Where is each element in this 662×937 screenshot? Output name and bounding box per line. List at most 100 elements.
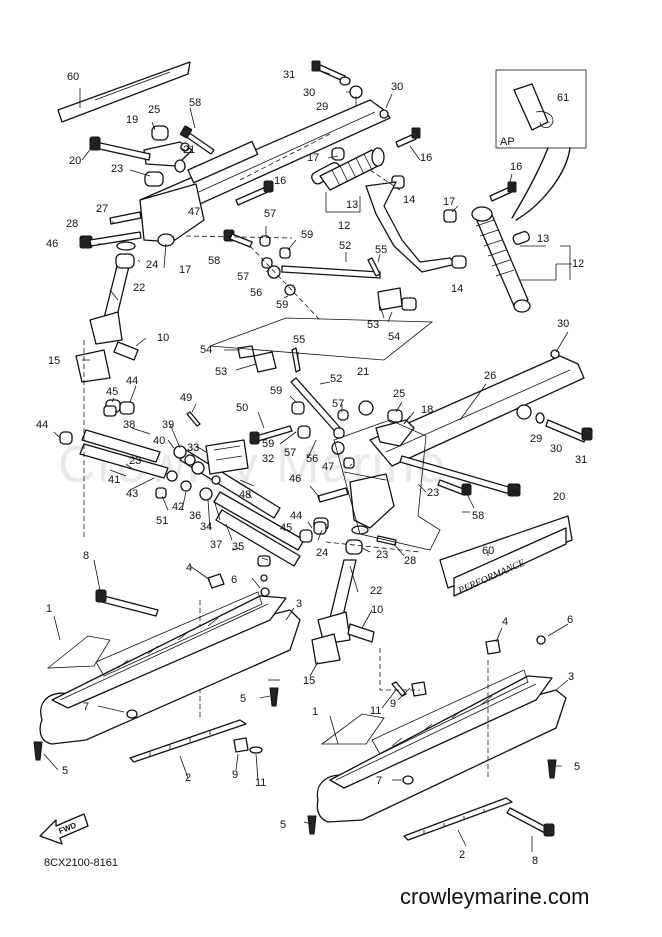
callout-46: 46 [289, 473, 301, 485]
callout-5: 5 [62, 765, 68, 777]
callout-28: 28 [66, 218, 78, 230]
callout-22: 22 [133, 282, 145, 294]
callout-32: 32 [262, 453, 274, 465]
callout-15: 15 [48, 355, 60, 367]
callout-8: 8 [532, 855, 538, 867]
callout-3: 3 [568, 671, 574, 683]
callout-23: 23 [129, 455, 141, 467]
callout-5: 5 [240, 693, 246, 705]
callout-57: 57 [332, 398, 344, 410]
callout-23: 23 [376, 549, 388, 561]
callout-27: 27 [96, 203, 108, 215]
callout-6: 6 [231, 574, 237, 586]
callout-59: 59 [276, 299, 288, 311]
callout-52: 52 [330, 373, 342, 385]
inset-label: AP [500, 136, 515, 148]
callout-45: 45 [280, 522, 292, 534]
callout-13: 13 [346, 199, 358, 211]
callout-21: 21 [357, 366, 369, 378]
callout-60: 60 [482, 545, 494, 557]
callout-12: 12 [572, 258, 584, 270]
shock-absorber-left [311, 147, 405, 191]
bracket-14 [365, 181, 457, 273]
callout-19: 19 [126, 114, 138, 126]
callout-22: 22 [370, 585, 382, 597]
ski-left [33, 573, 301, 763]
steering-arm-mid [349, 473, 395, 529]
callout-17: 17 [179, 264, 191, 276]
callout-24: 24 [316, 547, 328, 559]
ski-right [307, 635, 567, 841]
middle-assembly [59, 133, 593, 720]
callout-60: 60 [67, 71, 79, 83]
callout-47: 47 [188, 206, 200, 218]
callout-31: 31 [575, 454, 587, 466]
cap-25 [151, 125, 169, 141]
spindle-mid [329, 559, 357, 621]
callout-7: 7 [83, 701, 89, 713]
callout-31: 31 [283, 69, 295, 81]
callout-28: 28 [404, 555, 416, 567]
callout-58: 58 [208, 255, 220, 267]
callout-44: 44 [290, 510, 302, 522]
callout-16: 16 [510, 161, 522, 173]
callout-34: 34 [200, 521, 212, 533]
callout-13: 13 [537, 233, 549, 245]
ski-right-keel [403, 797, 513, 841]
callout-40: 40 [153, 435, 165, 447]
ski-left-runner [39, 609, 301, 745]
ski-left-keel [129, 719, 247, 763]
callout-44: 44 [126, 375, 138, 387]
clamp-15 [311, 633, 341, 665]
callout-20: 20 [69, 155, 81, 167]
callout-49: 49 [180, 392, 192, 404]
callout-4: 4 [186, 562, 192, 574]
fwd-arrow: FWD [39, 813, 89, 845]
callout-56: 56 [306, 453, 318, 465]
callout-57: 57 [264, 208, 276, 220]
callout-51: 51 [156, 515, 168, 527]
callout-23: 23 [427, 487, 439, 499]
callout-4: 4 [502, 616, 508, 628]
callout-50: 50 [236, 402, 248, 414]
callout-14: 14 [403, 194, 415, 206]
callout-6: 6 [567, 614, 573, 626]
callout-labels: 60 31 30 29 30 25 58 19 21 20 16 17 23 1… [36, 69, 587, 867]
callout-56: 56 [250, 287, 262, 299]
callout-24: 24 [146, 259, 158, 271]
bracket-33 [205, 439, 249, 475]
callout-29: 29 [530, 433, 542, 445]
callout-1: 1 [46, 603, 52, 615]
callout-17: 17 [443, 196, 455, 208]
site-name[interactable]: crowleymarine.com [400, 884, 590, 909]
callout-5: 5 [280, 819, 286, 831]
ski-decal-60: PERFORMANCE [439, 515, 573, 597]
spindle-top [103, 261, 131, 321]
callout-59: 59 [262, 438, 274, 450]
callout-45: 45 [106, 386, 118, 398]
callout-1: 1 [312, 706, 318, 718]
callout-55: 55 [375, 244, 387, 256]
suspension-bar-mid [369, 355, 585, 467]
callout-18: 18 [421, 404, 433, 416]
callout-61: 61 [557, 92, 569, 104]
assembly-outline-upper [185, 133, 401, 321]
callout-9: 9 [232, 769, 238, 781]
callout-21: 21 [183, 144, 195, 156]
callout-25: 25 [393, 388, 405, 400]
callout-33: 33 [187, 442, 199, 454]
callout-57: 57 [284, 447, 296, 459]
callout-25: 25 [148, 104, 160, 116]
tie-rod-top [281, 265, 381, 279]
callout-16: 16 [274, 175, 286, 187]
inset-box [495, 69, 587, 149]
callout-7: 7 [376, 775, 382, 787]
leader-lines [43, 69, 572, 852]
diagram-code: 8CX2100-8161 [44, 857, 118, 869]
callout-52: 52 [339, 240, 351, 252]
callout-17: 17 [307, 152, 319, 164]
callout-43: 43 [126, 488, 138, 500]
steering-arm [139, 183, 205, 243]
top-assembly: AP [57, 60, 587, 345]
